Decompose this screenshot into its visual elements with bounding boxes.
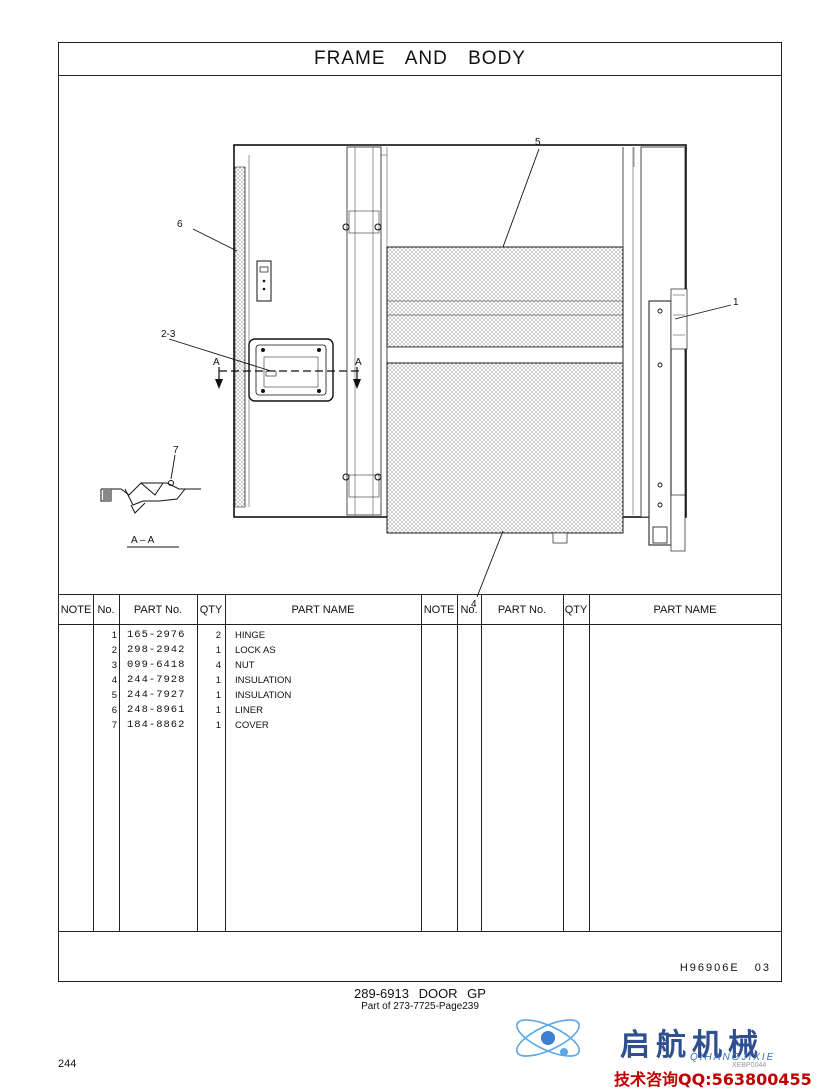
parts-sheet: FRAME AND BODY (58, 42, 782, 982)
watermark-logo-icon (515, 1019, 581, 1057)
callout-2-3: 2-3 (161, 329, 176, 340)
header-part-name-2: PART NAME (653, 603, 717, 616)
group-caption: 289-6913 DOOR GP (354, 986, 486, 1001)
watermark-contact: 技术咨询QQ:563800455 (614, 1070, 812, 1089)
header-no: No. (97, 603, 115, 616)
liner-strip (234, 166, 246, 508)
section-a-left: A (213, 357, 220, 368)
header-note: NOTE (60, 603, 92, 616)
header-part-no: PART No. (133, 603, 183, 616)
callout-4: 4 (471, 599, 477, 610)
page-title: FRAME AND BODY (59, 43, 781, 76)
callout-1: 1 (733, 297, 739, 308)
hinge-plate (648, 300, 672, 546)
header-no-2: No. (460, 603, 478, 616)
header-part-name: PART NAME (291, 603, 355, 616)
insulation-upper (386, 246, 624, 348)
watermark-en: QIHANGJIXIE (690, 1052, 776, 1063)
parts-table-header: NOTE No. PART No. QTY PART NAME NOTE No.… (59, 594, 781, 625)
vertical-channel (346, 146, 382, 516)
header-part-no-2: PART No. (497, 603, 547, 616)
page-number: 244 (58, 1058, 77, 1070)
section-label: A – A (131, 535, 155, 546)
watermark-cn: 启航机械 (620, 1028, 764, 1063)
section-a-right: A (355, 357, 362, 368)
section-detail (100, 480, 201, 514)
insulation-lower (386, 362, 624, 534)
callout-7: 7 (173, 445, 179, 456)
callout-5: 5 (535, 137, 541, 148)
door-illustration: A A 6 2-3 5 (100, 137, 739, 610)
watermark-code: XEBP0044 (732, 1062, 767, 1069)
header-note-2: NOTE (423, 603, 455, 616)
callout-6: 6 (177, 219, 183, 230)
header-qty-2: QTY (564, 603, 588, 616)
header-qty: QTY (199, 603, 223, 616)
group-subcaption: Part of 273-7725-Page239 (361, 1001, 479, 1012)
illustration-code: H96906E 03 (679, 962, 771, 974)
